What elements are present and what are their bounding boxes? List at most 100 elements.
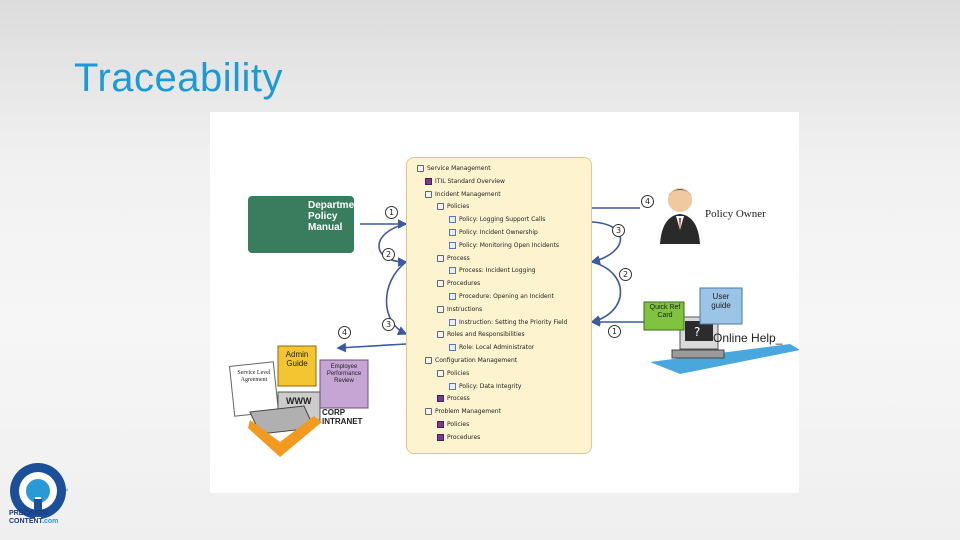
- departmental-policy-manual-label: Departmental Policy Manual: [308, 200, 372, 233]
- policy-owner-label: Policy Owner: [705, 208, 766, 220]
- step-number-1-right: 1: [608, 325, 621, 338]
- tree-item-label: Policy: Logging Support Calls: [459, 216, 546, 224]
- tree-item-label: Procedures: [447, 433, 481, 441]
- book-icon: [437, 395, 444, 403]
- page-icon: [449, 216, 456, 224]
- tree-item-label: ITIL Standard Overview: [435, 177, 505, 185]
- tree-item-label: Policy: Incident Ownership: [459, 229, 538, 236]
- step-number-2-left: 2: [382, 248, 395, 261]
- service-level-label: Service Level Agreement: [237, 370, 271, 383]
- tree-item-label: Service Management: [427, 165, 491, 172]
- tree-item[interactable]: Process: Incident Logging: [449, 265, 536, 277]
- arrow-4-left: [336, 342, 407, 353]
- step-number-2-right: 2: [619, 268, 632, 281]
- tree-item[interactable]: Policy: Monitoring Open Incidents: [449, 240, 559, 252]
- page-icon: [449, 344, 456, 352]
- tree-item-label: Policies: [447, 369, 470, 377]
- tree-item[interactable]: Policy: Logging Support Calls: [449, 214, 545, 226]
- tree-item-label: Process: [447, 395, 470, 403]
- page-icon: [449, 318, 456, 326]
- tree-item-label: Roles and Responsibilities: [447, 331, 525, 339]
- step-number-4-left: 4: [338, 326, 351, 339]
- folder-icon: [437, 254, 444, 262]
- tree-item[interactable]: Process: [437, 253, 470, 265]
- departmental-policy-manual: Departmental Policy Manual: [248, 196, 372, 253]
- quick-ref-card: [643, 301, 685, 331]
- person-icon: [660, 188, 700, 244]
- tree-item[interactable]: Roles and Responsibilities: [437, 329, 525, 341]
- tree-item-label: Policies: [447, 203, 470, 211]
- arrow-2-left: [378, 223, 408, 267]
- page-icon: [449, 241, 456, 249]
- tree-item[interactable]: Problem Management: [425, 406, 501, 418]
- logo-trademark: TM: [62, 487, 68, 492]
- folder-icon: [437, 305, 444, 313]
- quick-ref-label: Quick Ref Card: [649, 304, 681, 319]
- folder-icon: [425, 408, 432, 416]
- page-icon: [449, 267, 456, 275]
- tree-item-label: Role: Local Administrator: [459, 344, 535, 352]
- logo-suffix: .com: [42, 518, 59, 525]
- slide-title: Traceability: [74, 56, 284, 100]
- tree-item-label: Policy: Data Integrity: [459, 382, 522, 390]
- folder-icon: [437, 369, 444, 377]
- folder-icon: [437, 331, 444, 339]
- folder-icon: [425, 190, 432, 198]
- tree-item[interactable]: Policy: Data Integrity: [449, 381, 521, 393]
- tree-item[interactable]: Incident Management: [425, 189, 501, 201]
- book-icon: [437, 433, 444, 441]
- page-icon: [449, 229, 456, 236]
- tree-item[interactable]: Service Management: [417, 163, 491, 175]
- employee-review-label: Employee Performance Review: [326, 364, 362, 384]
- tree-item[interactable]: Process: [437, 393, 470, 405]
- tree-item[interactable]: Configuration Management: [425, 355, 517, 367]
- tree-item-label: Process: [447, 254, 470, 262]
- folder-icon: [437, 280, 444, 288]
- folder-icon: [425, 357, 432, 364]
- step-number-4-right: 4: [641, 195, 654, 208]
- corp-label: CORP: [322, 408, 346, 417]
- online-help-label: Online Help_: [713, 331, 783, 345]
- folder-icon: [437, 203, 444, 211]
- tree-item[interactable]: Procedures: [437, 432, 480, 444]
- admin-guide-label: Admin Guide: [285, 350, 309, 368]
- documents-cluster: [228, 345, 369, 457]
- tree-item[interactable]: Procedures: [437, 278, 480, 290]
- tree-item-label: Policies: [447, 421, 470, 428]
- page-icon: [449, 382, 456, 390]
- tree-item-label: Procedures: [447, 280, 481, 288]
- step-number-3-left: 3: [382, 318, 395, 331]
- tree-item[interactable]: Policies: [437, 419, 469, 431]
- arrow-3-left: [385, 261, 408, 335]
- tree-item-label: Incident Management: [435, 190, 501, 198]
- tree-item-label: Procedure: Opening an Incident: [459, 293, 554, 300]
- arrow-3-right: [590, 221, 622, 265]
- tree-item-label: Problem Management: [435, 408, 501, 416]
- logo-line-2: CONTENT: [9, 518, 43, 525]
- precision-content-logo-icon: [10, 463, 66, 521]
- tree-item[interactable]: Role: Local Administrator: [449, 342, 534, 354]
- tree-item[interactable]: Instructions: [437, 304, 482, 316]
- tree-item[interactable]: Policies: [437, 368, 469, 380]
- tree-item[interactable]: Procedure: Opening an Incident: [449, 291, 554, 303]
- book-icon: [437, 421, 444, 428]
- svg-text:?: ?: [694, 325, 700, 339]
- tree-item-label: Instructions: [447, 305, 483, 313]
- folder-icon: [417, 165, 424, 172]
- book-icon: [425, 177, 432, 185]
- tree-item-label: Instruction: Setting the Priority Field: [459, 318, 568, 326]
- tree-item-label: Process: Incident Logging: [459, 267, 536, 275]
- logo-line-1: PRECISION: [9, 510, 48, 517]
- tree-item[interactable]: Instruction: Setting the Priority Field: [449, 317, 567, 329]
- tree-item[interactable]: Policies: [437, 201, 469, 213]
- user-guide-card: [699, 287, 743, 325]
- www-label: WWW: [286, 396, 312, 406]
- tree-item[interactable]: ITIL Standard Overview: [425, 176, 505, 188]
- user-guide-label: User guide: [711, 292, 731, 310]
- page-icon: [449, 293, 456, 300]
- tree-item[interactable]: Policy: Incident Ownership: [449, 227, 538, 239]
- tree-item-label: Configuration Management: [435, 357, 518, 364]
- tree-item-label: Policy: Monitoring Open Incidents: [459, 241, 559, 249]
- step-number-3-right: 3: [612, 224, 625, 237]
- traceability-diagram: ? Departmental Policy Manual Service Man…: [210, 112, 799, 493]
